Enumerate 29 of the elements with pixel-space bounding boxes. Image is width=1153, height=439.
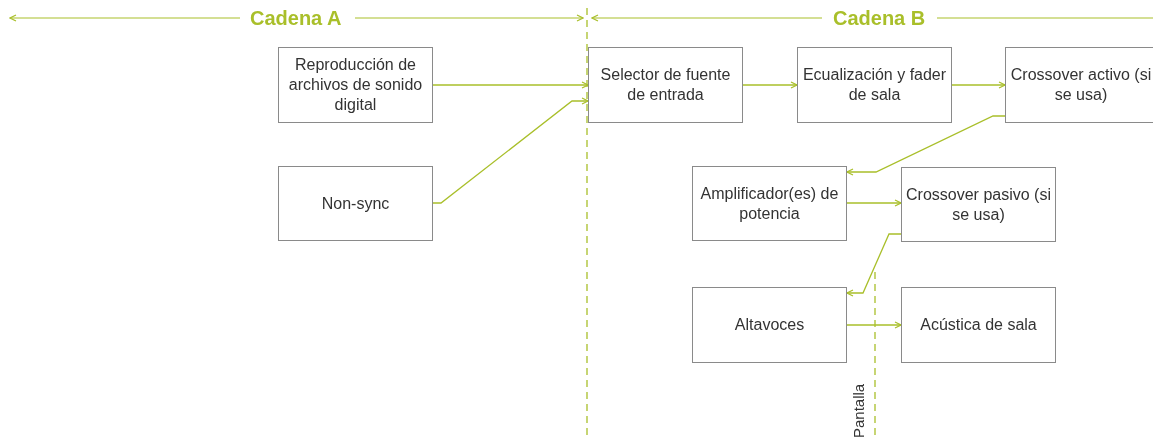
process-box <box>901 167 1056 242</box>
box-label: Altavoces <box>734 315 805 335</box>
process-box <box>692 166 847 241</box>
box-label: Crossover activo (si se usa) <box>1009 65 1153 105</box>
section-heading: Cadena A <box>250 6 342 30</box>
arrow <box>846 321 902 329</box>
screen-label: Pantalla <box>850 383 868 438</box>
process-box <box>901 287 1056 363</box>
process-box <box>278 47 433 123</box>
section-heading: Cadena B <box>833 6 926 30</box>
box-label: Amplificador(es) de potencia <box>699 183 840 224</box>
arrow <box>846 233 902 297</box>
box-label: Reproducción de archivos de sonido digital <box>287 55 424 115</box>
process-box <box>797 47 952 123</box>
box-label: Selector de fuente de entrada <box>599 65 732 105</box>
process-box <box>278 166 433 241</box>
box-label: Crossover pasivo (si se usa) <box>905 184 1052 225</box>
arrow <box>432 81 589 89</box>
arrow <box>846 199 902 207</box>
arrow <box>432 97 589 204</box>
arrow <box>951 81 1006 89</box>
box-label: Acústica de sala <box>920 315 1037 335</box>
arrow <box>846 115 1006 176</box>
box-label: Ecualización y fader de sala <box>801 65 948 105</box>
process-box <box>588 47 743 123</box>
arrow <box>742 81 798 89</box>
box-label: Non-sync <box>321 193 390 214</box>
process-box <box>692 287 847 363</box>
process-box <box>1005 47 1153 123</box>
